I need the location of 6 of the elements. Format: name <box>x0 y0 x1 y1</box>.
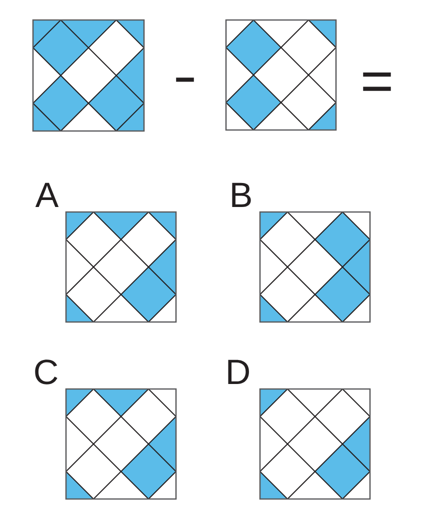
option-letter: A <box>35 182 59 207</box>
option-letter: D <box>228 360 249 384</box>
option-letter: B <box>232 182 251 207</box>
equals-sign: = <box>363 72 391 91</box>
minus-sign: - <box>176 78 194 82</box>
option-letter: C <box>35 360 58 384</box>
